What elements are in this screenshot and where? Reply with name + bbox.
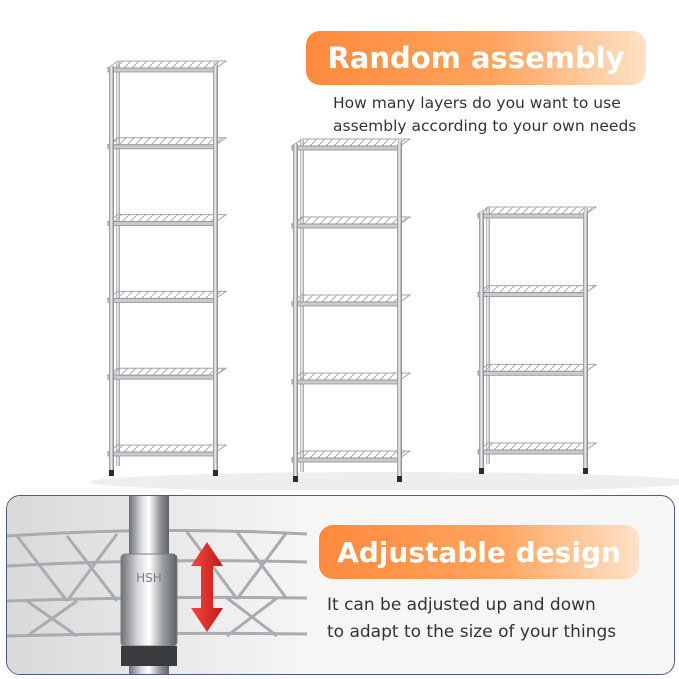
six-tier-shelf [106,60,228,476]
description-line: to adapt to the size of your things [327,622,617,642]
wire-shelf [106,444,228,457]
wire-shelf [476,285,598,298]
wire-shelf [106,137,228,150]
random-assembly-banner: Random assembly [306,31,646,85]
five-tier-shelf [290,138,412,482]
adjustable-design-description: It can be adjusted up and down to adapt … [327,592,616,646]
adjustable-design-heading: Adjustable design [337,535,621,569]
four-tier-shelf [476,206,598,474]
description-line: assembly according to your own needs [333,117,637,135]
wire-shelf [106,367,228,380]
wire-shelf [106,290,228,303]
adjustable-design-banner: Adjustable design [319,525,639,579]
random-assembly-description: How many layers do you want to use assem… [333,92,636,138]
shelves-illustration [90,60,679,490]
wire-shelf [106,60,228,73]
wire-shelf [290,294,412,307]
wire-shelf [476,363,598,376]
adjustable-design-panel: HSH Adjustable design It can be adjusted… [6,495,675,675]
description-line: It can be adjusted up and down [327,595,596,615]
wire-shelf [290,450,412,463]
description-line: How many layers do you want to use [333,94,621,112]
up-down-arrow-icon [191,542,223,632]
pole-closeup-image: HSH [7,496,307,674]
wire-shelf [290,216,412,229]
wire-shelf [476,442,598,455]
wire-shelf [106,214,228,227]
random-assembly-heading: Random assembly [327,41,625,75]
wire-shelf [290,138,412,151]
svg-text:HSH: HSH [136,571,162,585]
wire-shelf [290,372,412,385]
wire-shelf [476,206,598,219]
